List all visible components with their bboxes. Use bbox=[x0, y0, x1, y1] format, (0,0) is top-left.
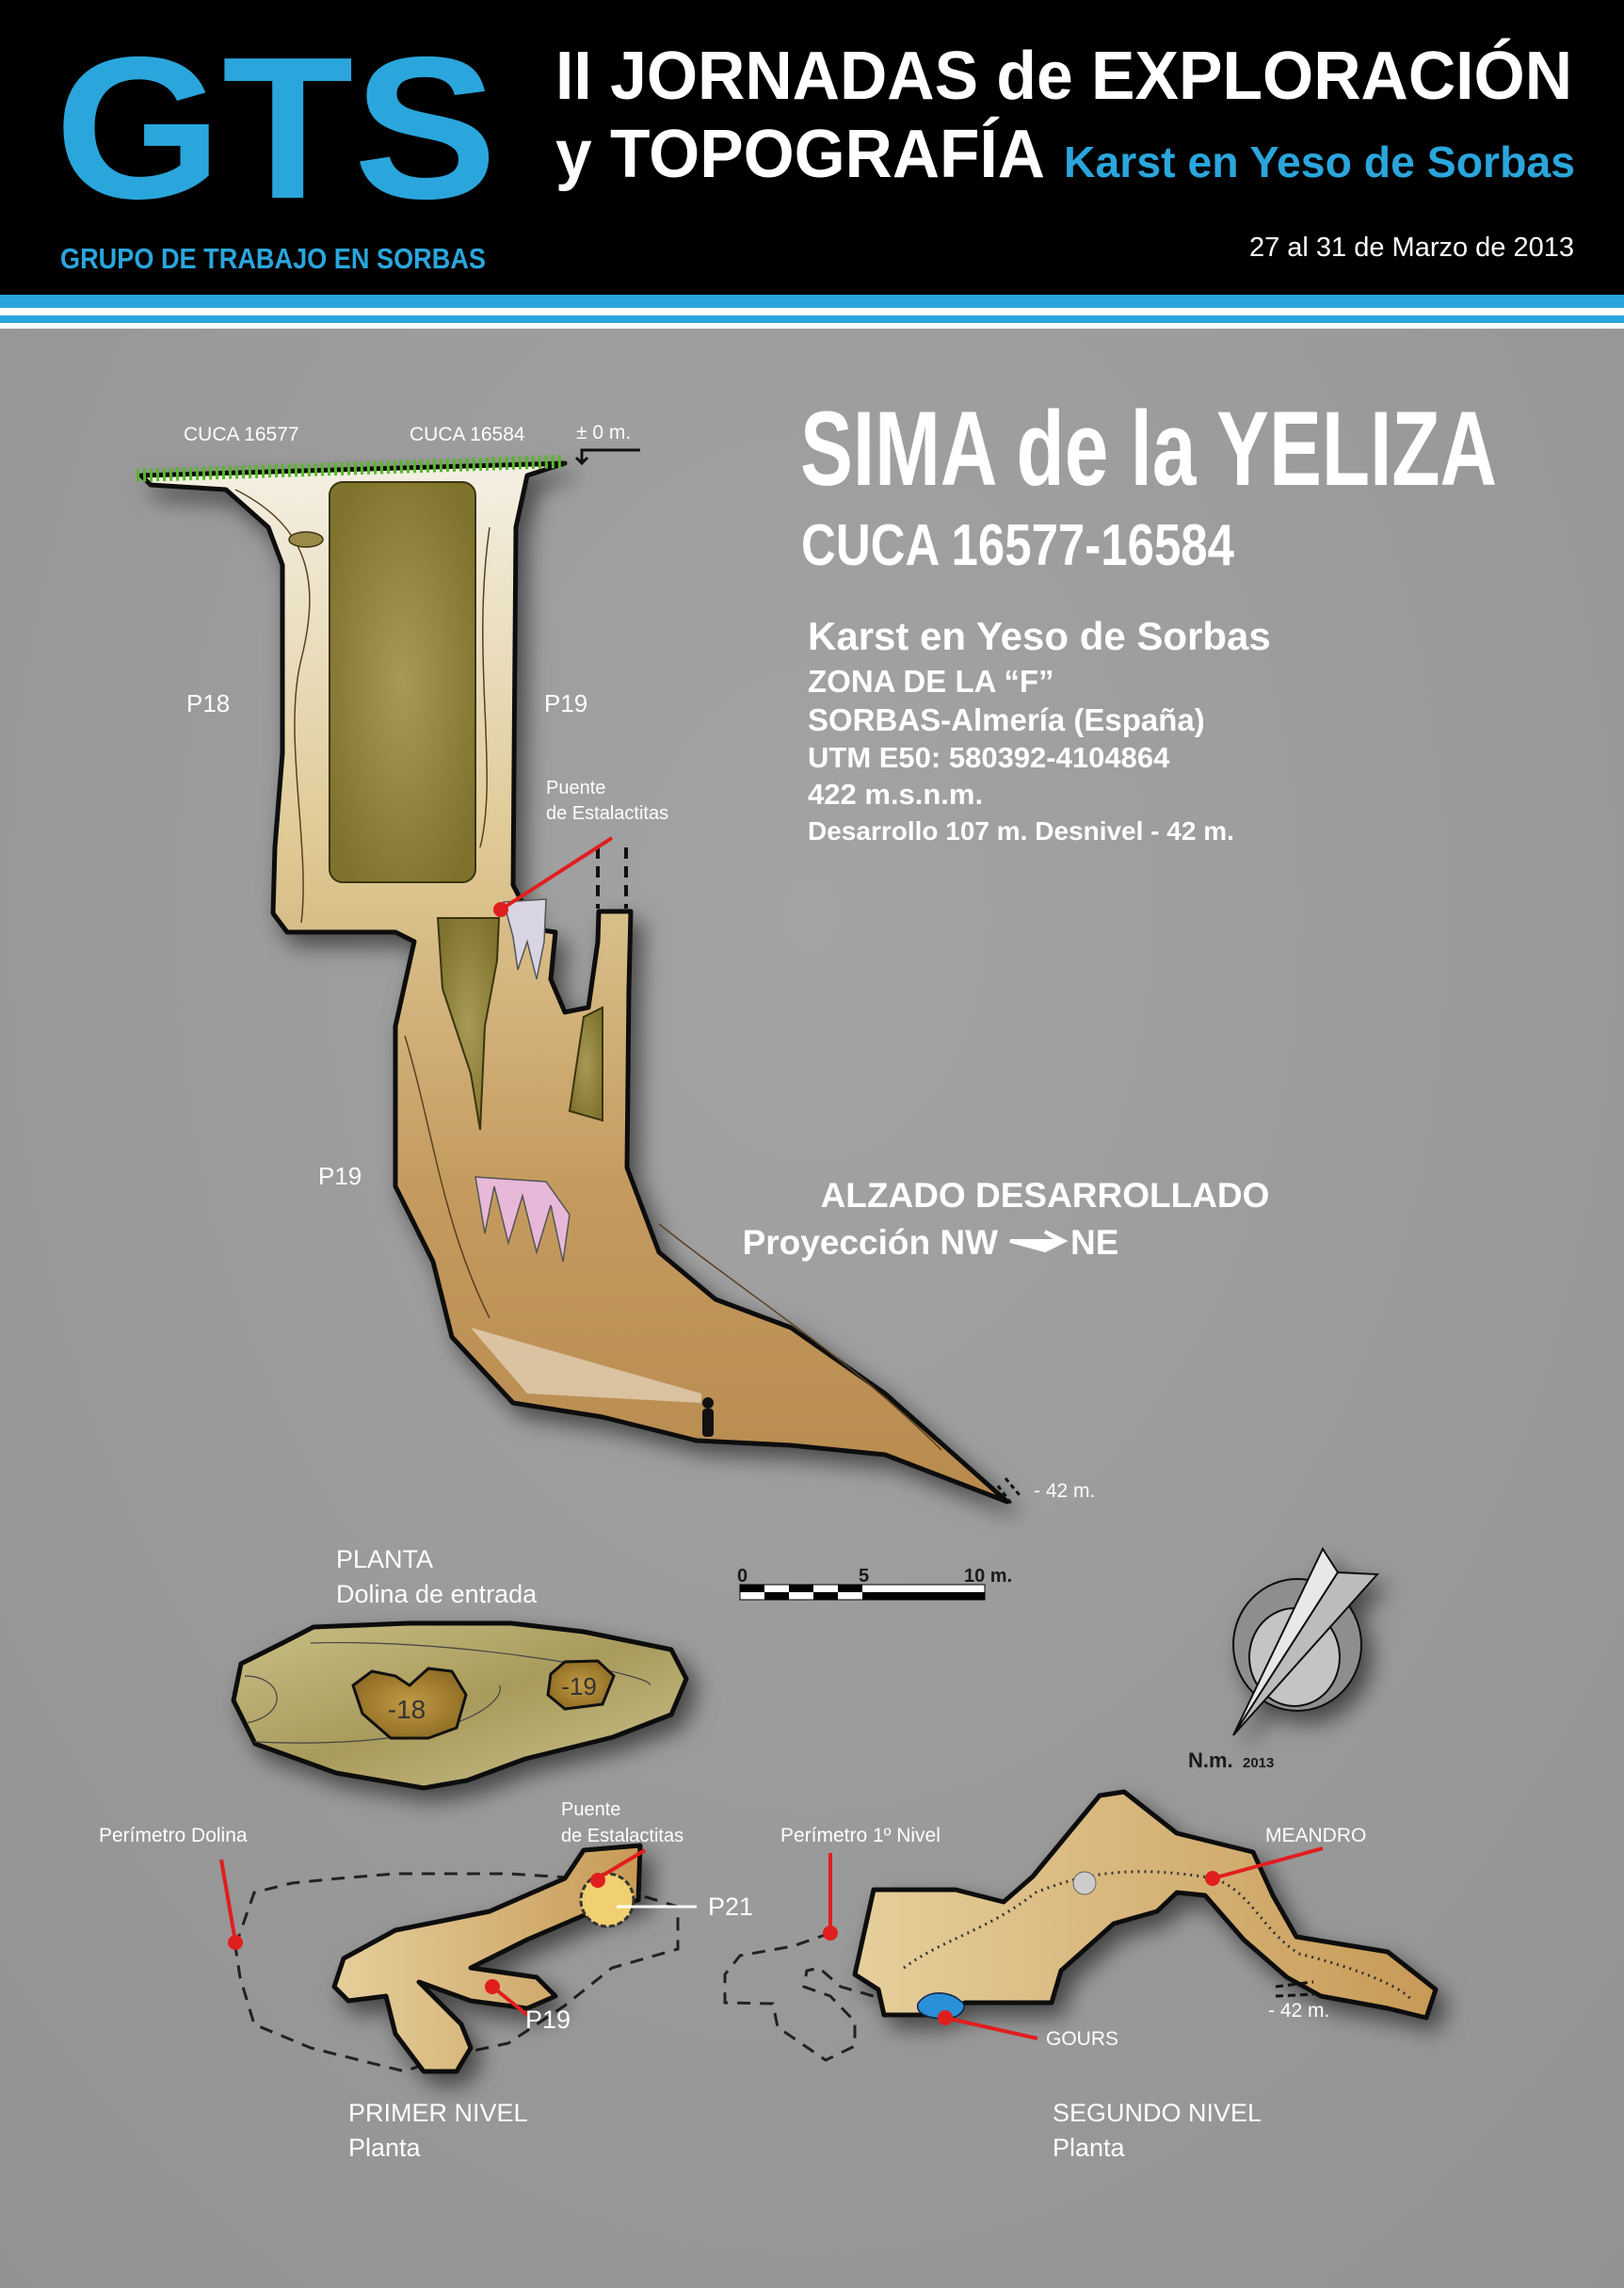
perimeter-label: Perímetro Dolina bbox=[99, 1825, 248, 1846]
gours-marker bbox=[938, 2010, 953, 2025]
second-level-plan: Perímetro 1º Nivel MEANDRO GOURS - 42 m.… bbox=[723, 1789, 1439, 2162]
event-dates: 27 al 31 de Marzo de 2013 bbox=[1249, 233, 1574, 263]
bridge-leader bbox=[499, 836, 614, 911]
projection-to: NE bbox=[1070, 1223, 1118, 1262]
info-line: UTM E50: 580392-4104864 bbox=[808, 741, 1170, 774]
plan-subtitle: Dolina de entrada bbox=[336, 1580, 538, 1608]
level-title: PRIMER NIVEL bbox=[348, 2099, 528, 2127]
north-arrow-icon bbox=[1232, 1546, 1380, 1736]
small-block bbox=[288, 531, 324, 548]
level-title: SEGUNDO NIVEL bbox=[1053, 2099, 1262, 2127]
contour-lines bbox=[244, 1641, 651, 1744]
bridge-marker bbox=[590, 1873, 605, 1888]
stripe bbox=[0, 323, 1624, 329]
stripe bbox=[0, 295, 1624, 308]
datum-label: ± 0 m. bbox=[576, 422, 631, 443]
grass bbox=[136, 455, 566, 482]
boulder bbox=[1072, 1871, 1097, 1895]
stripe bbox=[0, 308, 1624, 315]
light-beam bbox=[471, 1328, 701, 1403]
gours-leader bbox=[944, 2016, 1038, 2040]
depth-label: - 42 m. bbox=[1268, 2000, 1329, 2022]
level-subtitle: Planta bbox=[348, 2134, 422, 2162]
pit-19 bbox=[546, 1659, 616, 1711]
entrance-label: CUCA 16584 bbox=[410, 424, 525, 445]
perimeter-leader bbox=[219, 1859, 237, 1942]
meandro-marker bbox=[1205, 1871, 1220, 1886]
logo-subtitle: GRUPO DE TRABAJO EN SORBAS bbox=[60, 242, 486, 275]
side-block bbox=[568, 1006, 603, 1122]
shaft-continuation-dashes bbox=[596, 847, 628, 909]
elevation-section: CUCA 16577 CUCA 16584 ± 0 m. P18 P19 Pue… bbox=[136, 422, 1270, 1506]
info-line: Desarrollo 107 m. Desnivel - 42 m. bbox=[808, 816, 1234, 846]
perimeter-marker bbox=[823, 1925, 838, 1941]
cave-info: SIMA de la YELIZA CUCA 16577-16584 Karst… bbox=[800, 390, 1497, 846]
first-level-perimeter-dashed bbox=[723, 1931, 875, 2062]
cave-code: CUCA 16577-16584 bbox=[801, 513, 1234, 578]
bridge-label: Puente bbox=[546, 778, 605, 798]
scale-bar: 0 5 10 m. bbox=[737, 1566, 1012, 1601]
shaft-label: P19 bbox=[318, 1162, 362, 1190]
bridge-marker bbox=[493, 902, 508, 917]
p19-marker bbox=[485, 1979, 500, 1994]
arrow-right-icon bbox=[1009, 1230, 1069, 1253]
gours-label: GOURS bbox=[1046, 2028, 1118, 2050]
info-line: ZONA DE LA “F” bbox=[808, 664, 1054, 699]
entrance-label: CUCA 16577 bbox=[184, 424, 299, 445]
gours-pools bbox=[917, 1992, 965, 2020]
depth-end-dashes bbox=[1275, 1980, 1314, 1998]
meandro-leader bbox=[1212, 1846, 1324, 1880]
p19-label: P19 bbox=[525, 2006, 571, 2034]
shaft-p21 bbox=[579, 1872, 635, 1928]
header: GTS GRUPO DE TRABAJO EN SORBAS II JORNAD… bbox=[0, 0, 1624, 329]
projection-from: Proyección NW bbox=[743, 1223, 998, 1262]
scale-label-0: 0 bbox=[737, 1566, 748, 1587]
scale-label-10: 10 m. bbox=[964, 1566, 1012, 1587]
hanging-block bbox=[329, 481, 476, 883]
north-year: 2013 bbox=[1243, 1755, 1274, 1771]
level-subtitle: Planta bbox=[1053, 2134, 1126, 2162]
scale-label-5: 5 bbox=[859, 1566, 869, 1587]
bridge-label: Puente bbox=[561, 1799, 620, 1820]
p21-label: P21 bbox=[708, 1893, 753, 1921]
bridge-label: de Estalactitas bbox=[561, 1826, 683, 1846]
caver-silhouette-icon bbox=[702, 1397, 714, 1437]
event-title-line1: II JORNADAS de EXPLORACIÓN bbox=[555, 38, 1572, 114]
plan-doline: PLANTA Dolina de entrada -18 -19 bbox=[231, 1545, 689, 1791]
gts-logo: GTS GRUPO DE TRABAJO EN SORBAS bbox=[55, 14, 497, 275]
plan-title: PLANTA bbox=[336, 1545, 433, 1573]
info-line: Karst en Yeso de Sorbas bbox=[808, 614, 1271, 658]
shaft-label: P19 bbox=[544, 689, 587, 717]
logo-letters: GTS bbox=[55, 14, 497, 241]
stripe bbox=[0, 315, 1624, 323]
first-level-outline bbox=[331, 1843, 643, 2074]
event-title-line2: y TOPOGRAFÍA bbox=[555, 117, 1045, 192]
bridge-leader bbox=[596, 1848, 647, 1880]
depth-label: - 42 m. bbox=[1034, 1480, 1095, 1502]
pit-depth-label: -19 bbox=[561, 1672, 597, 1700]
first-level-plan: Perímetro Dolina Puente de Estalactitas … bbox=[99, 1799, 753, 2162]
lower-block bbox=[436, 917, 501, 1131]
pit-18 bbox=[351, 1667, 468, 1740]
elevation-title: ALZADO DESARROLLADO bbox=[821, 1176, 1270, 1215]
stalactites bbox=[474, 1176, 571, 1263]
cave-name: SIMA de la YELIZA bbox=[800, 390, 1497, 508]
north-label: N.m. bbox=[1188, 1748, 1233, 1772]
meander-channel bbox=[903, 1870, 1414, 2002]
rock-fracture-lines bbox=[234, 489, 942, 1451]
perimeter-label: Perímetro 1º Nivel bbox=[780, 1825, 941, 1846]
event-title-accent: Karst en Yeso de Sorbas bbox=[1064, 137, 1575, 186]
perimeter-marker bbox=[228, 1935, 243, 1950]
pit-depth-label: -18 bbox=[388, 1695, 426, 1724]
bridge-stalactites bbox=[503, 898, 547, 980]
depth-end-dashes bbox=[996, 1477, 1021, 1506]
bridge-label: de Estalactitas bbox=[546, 803, 668, 824]
info-line: 422 m.s.n.m. bbox=[808, 778, 983, 811]
datum-arrow-icon bbox=[574, 448, 640, 466]
info-line: SORBAS-Almería (España) bbox=[808, 702, 1205, 737]
header-band bbox=[0, 0, 1624, 295]
shaft-label: P18 bbox=[186, 689, 230, 717]
meandro-label: MEANDRO bbox=[1265, 1825, 1366, 1846]
